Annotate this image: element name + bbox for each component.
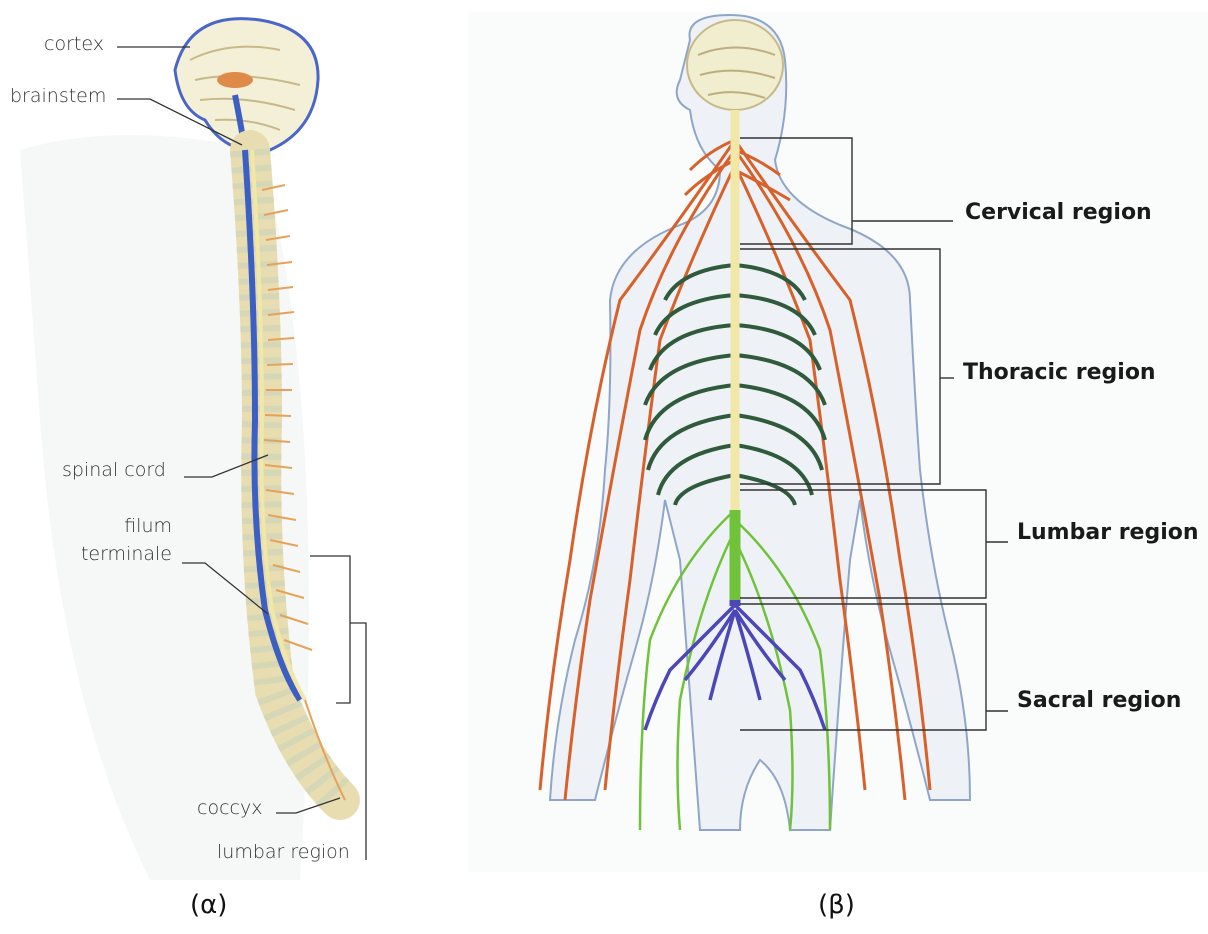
label-sacral-region: Sacral region (1017, 688, 1181, 713)
label-brainstem: brainstem (10, 86, 106, 108)
bracket-lumbar-large (350, 623, 366, 860)
label-filum-line2: terminale (66, 544, 172, 566)
panel-alpha: cortex brainstem spinal cord filum termi… (0, 0, 440, 934)
panel-beta: Cervical region Thoracic region Lumbar r… (440, 0, 1208, 934)
label-lumbar-region-a: lumbar region (217, 842, 350, 864)
label-cortex: cortex (44, 34, 104, 56)
bracket-lumbar-small (310, 556, 350, 703)
label-cervical-region: Cervical region (965, 200, 1152, 225)
label-spinal-cord: spinal cord (62, 460, 166, 482)
label-filum-line1: filum (84, 516, 172, 538)
label-thoracic-region: Thoracic region (963, 360, 1156, 385)
nervous-system-front-illustration (440, 0, 1208, 934)
label-coccyx: coccyx (197, 798, 262, 820)
brain (687, 20, 783, 110)
label-lumbar-region-b: Lumbar region (1017, 520, 1199, 545)
caption-alpha: (α) (190, 890, 227, 920)
caption-beta: (β) (818, 890, 855, 920)
